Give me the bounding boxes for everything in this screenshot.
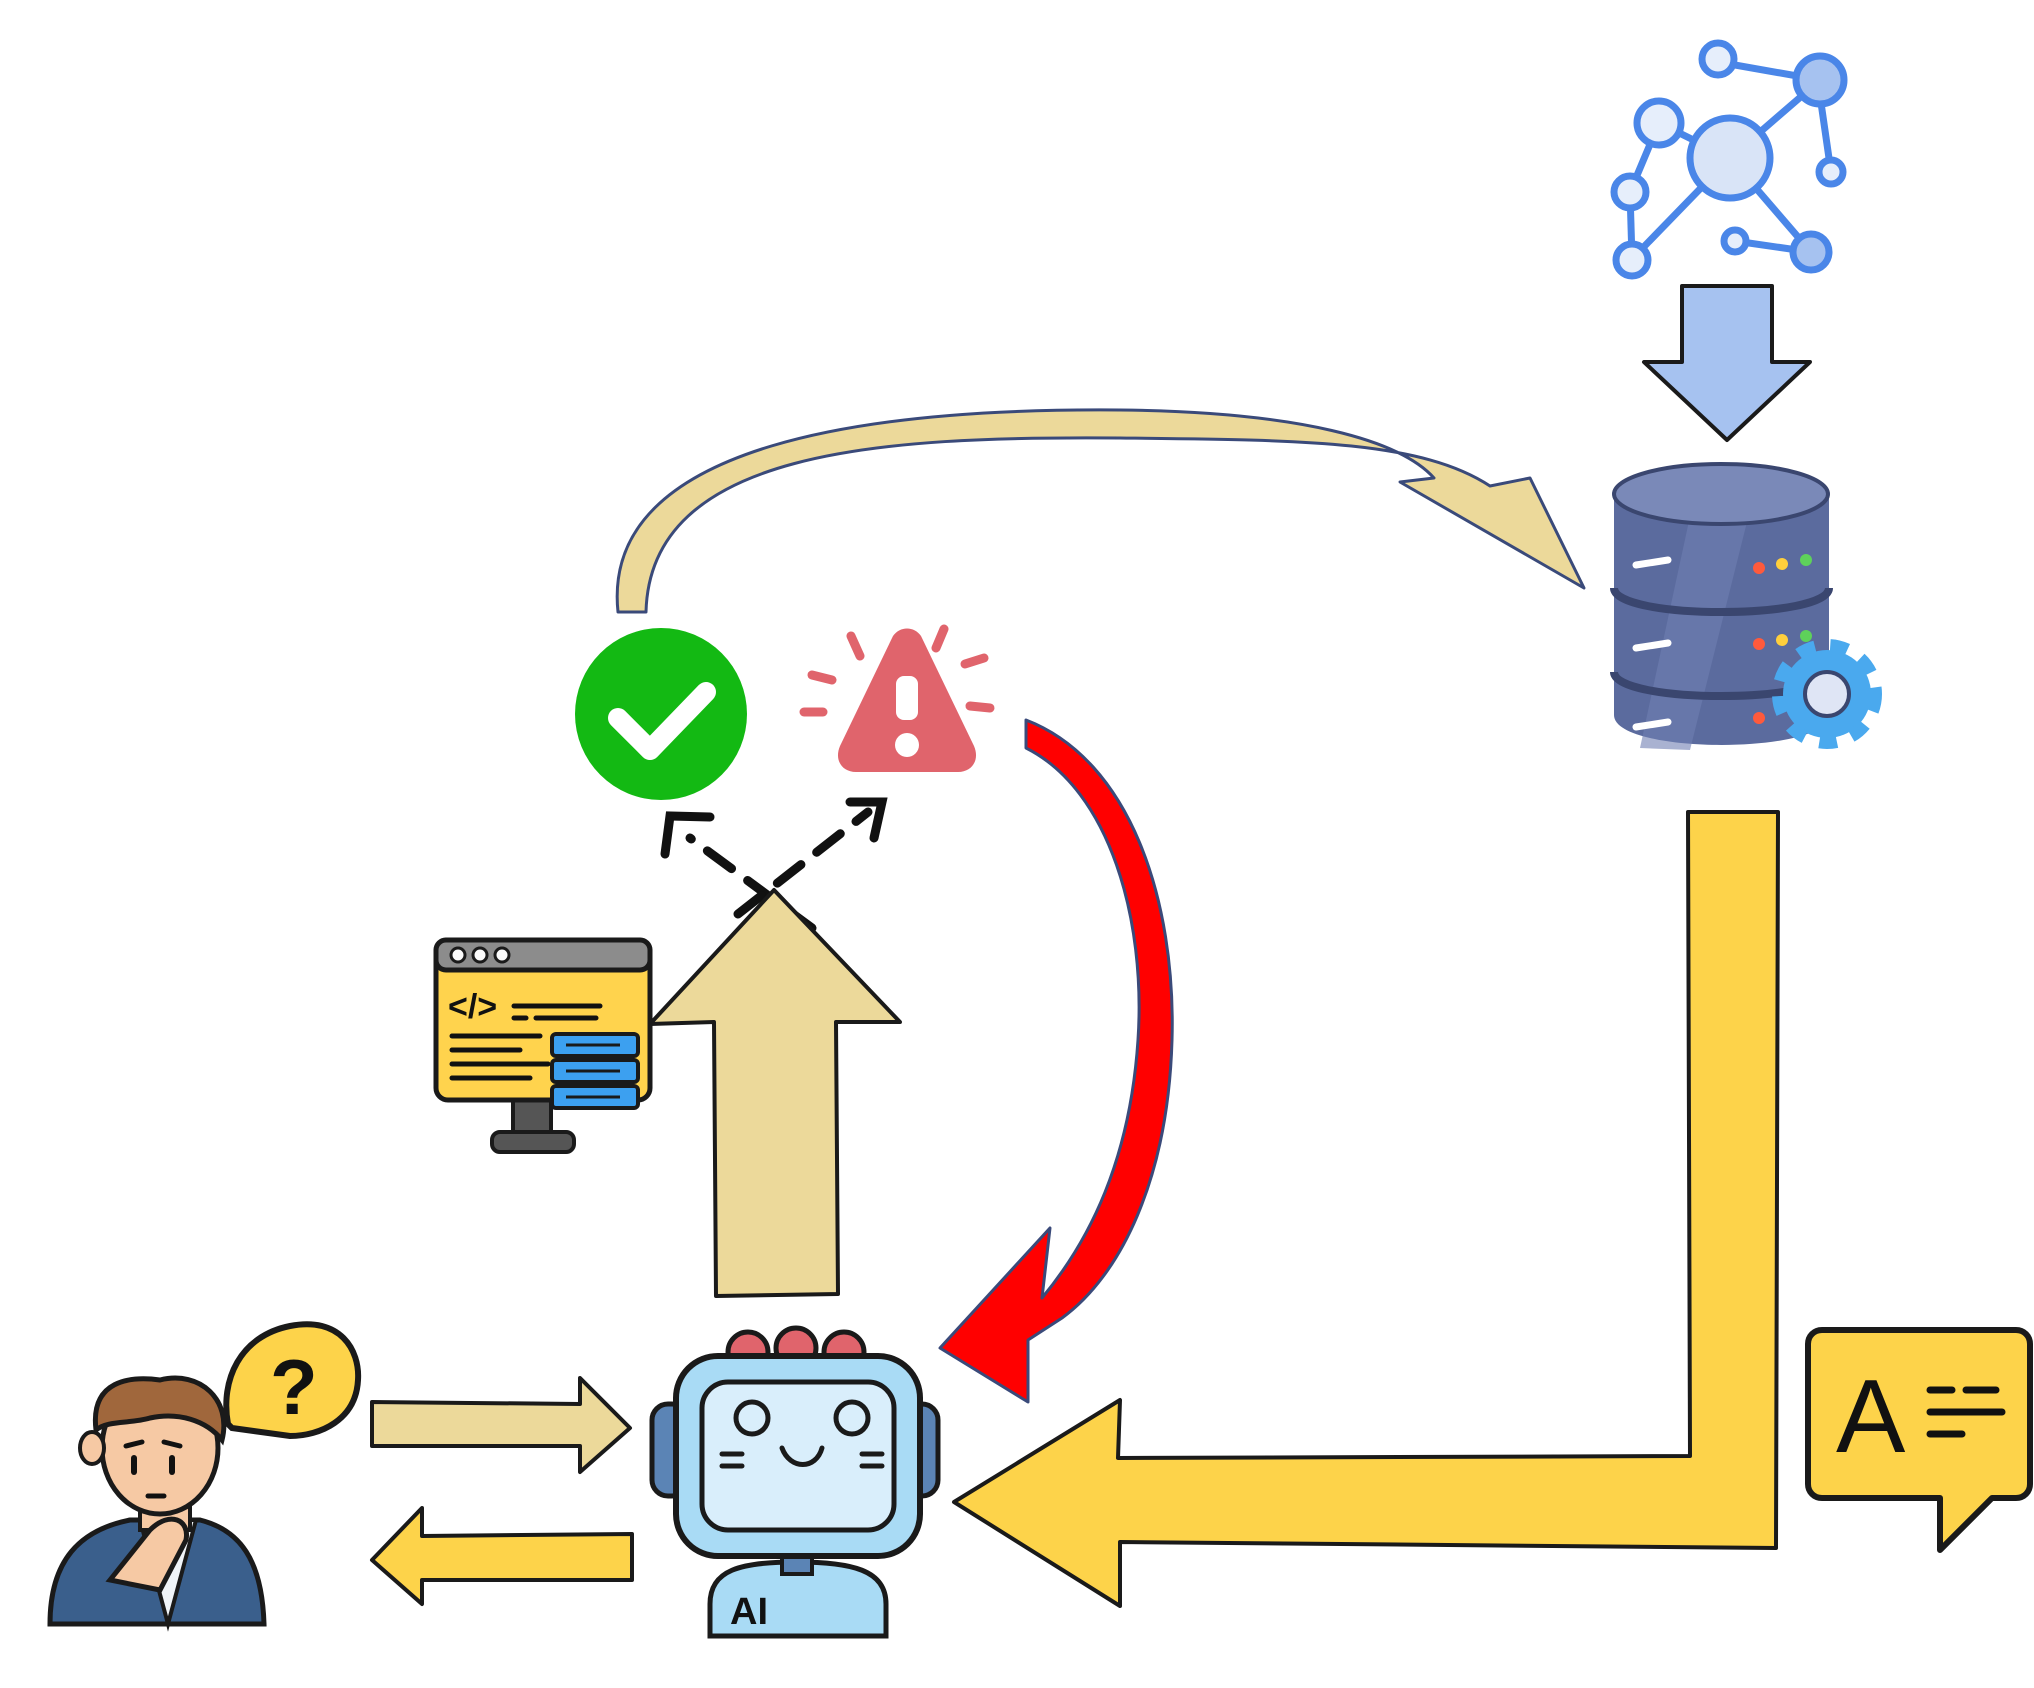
user-thinking-icon: [47, 1375, 267, 1632]
question-mark: ?: [270, 1343, 318, 1431]
success-to-database-arrow: [615, 408, 1586, 614]
check-icon: [575, 628, 747, 800]
robot-to-execution-arrow: [648, 888, 902, 1298]
robot-ai-label: AI: [730, 1591, 768, 1633]
question-to-robot-arrow: [370, 1376, 632, 1474]
error-retry-arrow: [938, 718, 1174, 1404]
database-to-robot-arrow: [952, 810, 1780, 1608]
code-tag-text: </>: [448, 988, 497, 1026]
down-arrow-icon: [1642, 284, 1812, 442]
answer-text-icon: A: [1805, 1327, 2033, 1553]
answer-to-user-arrow: [370, 1506, 634, 1606]
answer-letter: A: [1836, 1359, 1906, 1475]
gear-icon: [1772, 639, 1882, 749]
code-monitor-icon: </>: [433, 937, 653, 1154]
question-bubble-icon: ?: [223, 1321, 362, 1440]
robot-icon: AI: [649, 1325, 941, 1639]
warning-icon: !: [799, 624, 995, 772]
knowledge-graph-icon: [1610, 39, 1848, 280]
